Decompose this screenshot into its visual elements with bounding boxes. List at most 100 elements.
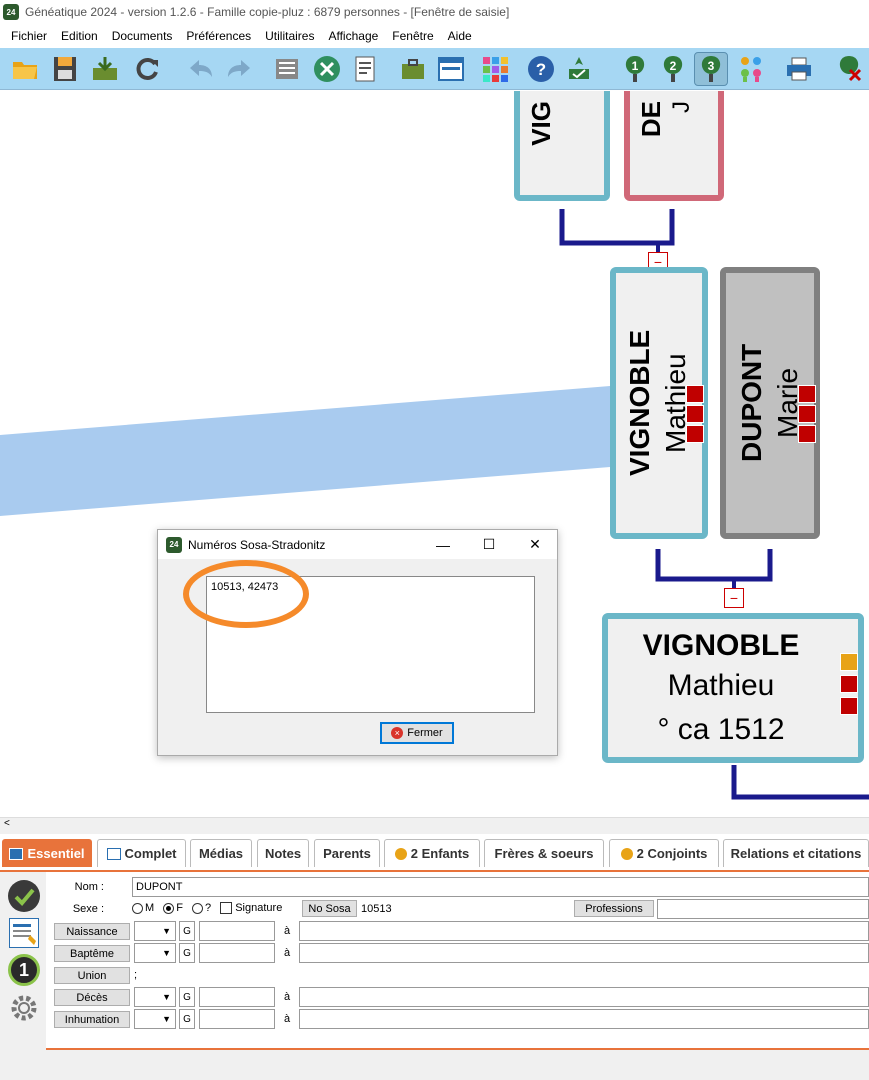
professions-button[interactable]: Professions xyxy=(574,900,654,917)
minimize-button[interactable]: — xyxy=(436,536,450,553)
deces-button[interactable]: Décès xyxy=(54,989,130,1006)
bapteme-button[interactable]: Baptême xyxy=(54,945,130,962)
help-icon[interactable]: ? xyxy=(524,52,558,86)
toolbar: ? 1 2 3 xyxy=(0,48,869,90)
maximize-button[interactable]: ☐ xyxy=(482,536,496,552)
menu-edition[interactable]: Edition xyxy=(61,29,98,43)
tab-enfants[interactable]: 2 Enfants xyxy=(384,839,480,867)
spouse-icon xyxy=(620,847,633,860)
svg-text:?: ? xyxy=(536,60,546,79)
collapse-button[interactable]: − xyxy=(724,588,744,608)
person-card-selected[interactable]: VIGNOBLE Mathieu ° ca 1512 xyxy=(602,613,864,763)
event-marker xyxy=(840,697,858,715)
tab-label: 2 Conjoints xyxy=(636,846,708,861)
bapteme-date-input[interactable] xyxy=(199,943,275,963)
menu-fichier[interactable]: Fichier xyxy=(11,29,48,43)
person-birth: ° ca 1512 xyxy=(657,713,785,746)
tab-complet[interactable]: Complet xyxy=(97,839,186,867)
tree-2-icon[interactable]: 2 xyxy=(656,52,690,86)
naissance-calendar[interactable]: G xyxy=(179,921,195,941)
briefcase-icon[interactable] xyxy=(396,52,430,86)
tab-essentiel[interactable]: Essentiel xyxy=(2,839,92,867)
validate-check-icon[interactable] xyxy=(8,880,40,912)
tab-conjoints[interactable]: 2 Conjoints xyxy=(609,839,719,867)
tab-parents[interactable]: Parents xyxy=(314,839,380,867)
sosa-one-icon[interactable]: 1 xyxy=(8,954,40,986)
tab-label: 2 Enfants xyxy=(410,846,470,861)
bapteme-calendar[interactable]: G xyxy=(179,943,195,963)
tree-check-icon[interactable] xyxy=(562,52,596,86)
deces-calendar[interactable]: G xyxy=(179,987,195,1007)
menu-fenetre[interactable]: Fenêtre xyxy=(392,29,434,43)
tab-label: Relations et citations xyxy=(730,846,862,861)
undo-icon[interactable] xyxy=(184,52,218,86)
person-card-mother[interactable]: DUPONT Marie xyxy=(720,267,820,539)
event-marker xyxy=(686,385,704,403)
nom-input[interactable]: DUPONT xyxy=(132,877,869,897)
union-button[interactable]: Union xyxy=(54,967,130,984)
no-sosa-button[interactable]: No Sosa xyxy=(302,900,357,917)
document-edit-icon[interactable] xyxy=(9,918,39,948)
tree-1-icon[interactable]: 1 xyxy=(618,52,652,86)
inhumation-button[interactable]: Inhumation xyxy=(54,1011,130,1028)
tools-icon[interactable] xyxy=(310,52,344,86)
naissance-date-qualifier[interactable]: ▼ xyxy=(134,921,176,941)
professions-input[interactable] xyxy=(657,899,869,919)
gear-icon[interactable] xyxy=(8,992,40,1024)
menu-aide[interactable]: Aide xyxy=(447,29,472,43)
sexe-f-radio[interactable]: F xyxy=(163,902,183,914)
scroll-left-icon[interactable]: < xyxy=(4,818,10,829)
import-icon[interactable] xyxy=(88,52,122,86)
deces-date-qualifier[interactable]: ▼ xyxy=(134,987,176,1007)
signature-checkbox[interactable]: Signature xyxy=(220,902,282,915)
sosa-dialog: 24 Numéros Sosa-Stradonitz — ☐ ✕ 10513, … xyxy=(157,529,558,756)
inhumation-date-input[interactable] xyxy=(199,1009,275,1029)
document-icon[interactable] xyxy=(348,52,382,86)
redo-icon[interactable] xyxy=(222,52,256,86)
bapteme-date-qualifier[interactable]: ▼ xyxy=(134,943,176,963)
deces-place-input[interactable] xyxy=(299,987,869,1007)
open-folder-icon[interactable] xyxy=(8,52,42,86)
menu-affichage[interactable]: Affichage xyxy=(328,29,379,43)
people-icon[interactable] xyxy=(734,52,768,86)
grid-icon[interactable] xyxy=(478,52,512,86)
sexe-unknown-radio[interactable]: ? xyxy=(192,902,211,914)
window-icon[interactable] xyxy=(434,52,468,86)
tab-relations-citations[interactable]: Relations et citations xyxy=(723,839,869,867)
tab-label: Parents xyxy=(323,846,371,861)
tree-3-icon[interactable]: 3 xyxy=(694,52,728,86)
bapteme-place-input[interactable] xyxy=(299,943,869,963)
menu-preferences[interactable]: Préférences xyxy=(186,29,252,43)
close-circle-icon: × xyxy=(391,727,404,739)
save-icon[interactable] xyxy=(48,52,82,86)
tab-medias[interactable]: Médias xyxy=(190,839,252,867)
fermer-button[interactable]: × Fermer xyxy=(380,722,454,744)
tab-notes[interactable]: Notes xyxy=(257,839,309,867)
close-button[interactable]: ✕ xyxy=(529,536,541,552)
naissance-place-input[interactable] xyxy=(299,921,869,941)
tree-settings-icon[interactable] xyxy=(832,52,866,86)
inhumation-date-qualifier[interactable]: ▼ xyxy=(134,1009,176,1029)
person-card-top-right[interactable]: DE J xyxy=(624,91,724,201)
printer-icon[interactable] xyxy=(782,52,816,86)
horizontal-scrollbar[interactable]: < xyxy=(0,817,869,834)
print-list-icon[interactable] xyxy=(270,52,304,86)
naissance-button[interactable]: Naissance xyxy=(54,923,130,940)
menu-utilitaires[interactable]: Utilitaires xyxy=(265,29,315,43)
person-surname: DUPONT xyxy=(736,343,767,463)
sexe-label: Sexe : xyxy=(72,903,104,915)
inhumation-place-input[interactable] xyxy=(299,1009,869,1029)
tab-freres-soeurs[interactable]: Frères & soeurs xyxy=(484,839,604,867)
refresh-icon[interactable] xyxy=(130,52,164,86)
deces-date-input[interactable] xyxy=(199,987,275,1007)
person-card-father[interactable]: VIGNOBLE Mathieu xyxy=(610,267,708,539)
tree-2-label: 2 xyxy=(670,59,677,73)
person-card-top-left[interactable]: VIG xyxy=(514,91,610,201)
inhumation-calendar[interactable]: G xyxy=(179,1009,195,1029)
no-sosa-value: 10513 xyxy=(361,903,392,915)
naissance-date-input[interactable] xyxy=(199,921,275,941)
app-logo-icon: 24 xyxy=(3,4,19,20)
sexe-m-radio[interactable]: M xyxy=(132,902,154,914)
menu-bar: Fichier Edition Documents Préférences Ut… xyxy=(0,24,869,48)
menu-documents[interactable]: Documents xyxy=(111,29,173,43)
